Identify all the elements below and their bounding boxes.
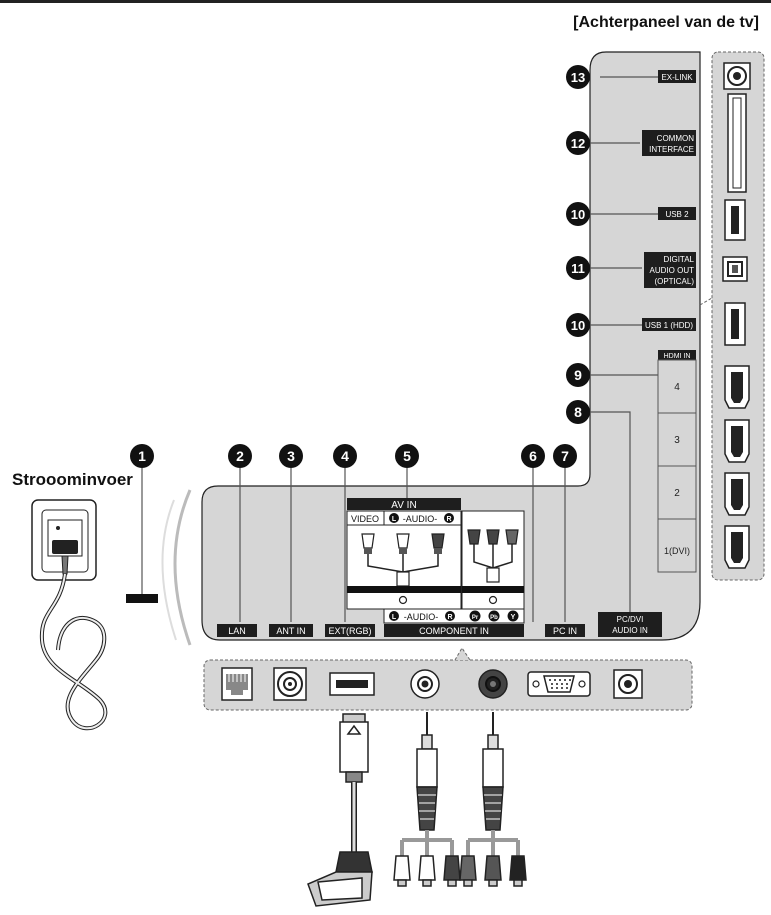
svg-text:12: 12: [571, 136, 585, 151]
vga-port-icon: [527, 671, 591, 697]
hdmi-port-1-icon: [724, 525, 750, 569]
video-label: VIDEO: [351, 514, 379, 524]
pc-audio-jack-icon: [613, 669, 643, 699]
digital-audio-label-2: AUDIO OUT: [650, 266, 695, 275]
callout-3: 3: [279, 444, 303, 468]
optical-port-icon: [722, 256, 748, 282]
hdmi-port-4-icon: [724, 365, 750, 409]
pc-in-label: PC IN: [553, 626, 577, 636]
audio-word-label: -AUDIO-: [403, 514, 438, 524]
callout-12: 12: [566, 131, 590, 155]
svg-text:10: 10: [571, 318, 585, 333]
hdmi-1-label: 1(DVI): [664, 546, 690, 556]
callout-10a: 10: [566, 202, 590, 226]
hdmi-3-label: 3: [674, 435, 680, 446]
usb1-label: USB 1 (HDD): [645, 321, 693, 330]
svg-text:8: 8: [574, 404, 582, 420]
leader-lines: [141, 76, 668, 622]
av-in-label: AV IN: [391, 500, 416, 511]
callout-9: 9: [566, 363, 590, 387]
usb2-label: USB 2: [665, 210, 689, 219]
callout-13: 13: [566, 65, 590, 89]
common-interface-label-1: COMMON: [657, 134, 695, 143]
svg-text:9: 9: [574, 367, 582, 383]
lan-port-icon: [221, 667, 253, 701]
svg-text:2: 2: [236, 448, 244, 464]
svg-text:7: 7: [561, 448, 569, 464]
component-jack-icon: [478, 669, 508, 699]
audio-l-label: L: [392, 516, 397, 523]
callout-6: 6: [521, 444, 545, 468]
scart-cable-icon: [307, 713, 373, 907]
panel-curve-edge: [173, 489, 192, 646]
callout-4: 4: [333, 444, 357, 468]
component-label-row: L -AUDIO- R Pr Pb Y COMPONENT IN: [383, 608, 525, 637]
digital-audio-label-3: (OPTICAL): [654, 277, 694, 286]
component-audio-word: -AUDIO-: [404, 612, 439, 622]
component-in-label: COMPONENT IN: [419, 626, 489, 636]
lan-label: LAN: [228, 626, 246, 636]
callout-5: 5: [395, 444, 419, 468]
component-audio-r: R: [447, 614, 452, 621]
svg-text:1: 1: [138, 448, 146, 464]
scart-port-icon: [329, 672, 375, 696]
pr-label: Pr: [472, 615, 479, 621]
pb-label: Pb: [490, 615, 498, 621]
usb1-port-icon: [724, 302, 746, 346]
callout-2: 2: [228, 444, 252, 468]
hdmi-4-label: 4: [674, 382, 680, 393]
hdmi-port-2-icon: [724, 472, 750, 516]
tv-back-panel: [201, 51, 701, 641]
power-input-marker: [126, 594, 158, 603]
pc-dvi-audio-label-2: AUDIO IN: [612, 626, 648, 635]
callout-8: 8: [566, 400, 590, 424]
power-plug-icon: [31, 499, 108, 731]
common-interface-label-2: INTERFACE: [649, 145, 694, 154]
svg-text:11: 11: [571, 261, 585, 276]
component-audio-l: L: [392, 614, 397, 621]
digital-audio-label-1: DIGITAL: [663, 255, 694, 264]
svg-text:6: 6: [529, 448, 537, 464]
av-cable-icon: [393, 712, 461, 887]
component-cable-icon: [459, 712, 527, 887]
ext-rgb-label: EXT(RGB): [328, 626, 371, 636]
hdmi-port-3-icon: [724, 419, 750, 463]
antenna-port-icon: [273, 667, 307, 701]
callout-11: 11: [566, 256, 590, 280]
svg-text:10: 10: [571, 207, 585, 222]
ex-link-label: EX-LINK: [661, 73, 693, 82]
svg-text:3: 3: [287, 448, 295, 464]
callout-7: 7: [553, 444, 577, 468]
diagram-title: [Achterpaneel van de tv]: [573, 14, 759, 31]
usb2-port-icon: [724, 199, 746, 241]
power-input-label: Strooominvoer: [12, 470, 133, 489]
y-label: Y: [511, 614, 516, 621]
top-rule: [0, 0, 771, 3]
component-in-section: [461, 510, 525, 610]
av-jack-icon: [410, 669, 440, 699]
svg-text:5: 5: [403, 448, 411, 464]
hdmi-in-label: HDMI IN: [664, 353, 691, 360]
hdmi-2-label: 2: [674, 488, 680, 499]
audio-r-label: R: [446, 516, 451, 523]
callout-10b: 10: [566, 313, 590, 337]
ex-link-jack-icon: [723, 62, 751, 90]
av-in-section: AV IN VIDEO L -AUDIO- R: [346, 498, 462, 610]
svg-text:13: 13: [571, 70, 585, 85]
ant-in-label: ANT IN: [276, 626, 305, 636]
svg-text:4: 4: [341, 448, 349, 464]
callout-1: 1: [130, 444, 154, 468]
pc-dvi-audio-label-1: PC/DVI: [617, 615, 644, 624]
panel-curve-edge-2: [161, 499, 177, 641]
